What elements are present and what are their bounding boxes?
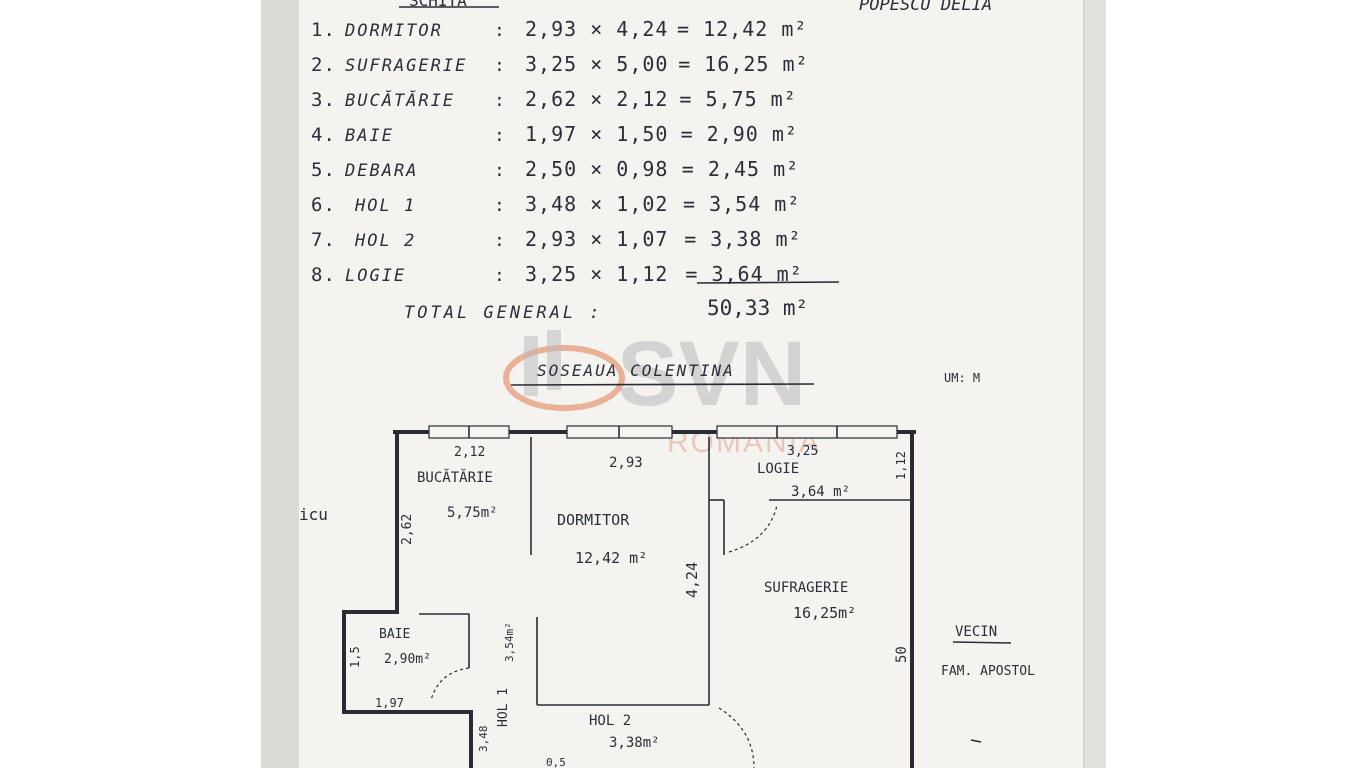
hall1-area: 3,54m²: [503, 622, 516, 662]
room-separator: :: [494, 160, 506, 181]
room-number: 2.: [311, 54, 336, 76]
room-dimensions: 2,50 × 0,98: [525, 157, 668, 181]
watermark-brand: SVN: [617, 323, 806, 425]
watermark-logo-bar-2: [547, 330, 561, 390]
bedroom-name: DORMITOR: [557, 511, 630, 529]
room-separator: :: [494, 55, 506, 76]
loggia-height: 1,12: [894, 451, 908, 480]
watermark-logo-bar-1: [524, 336, 538, 396]
room-separator: :: [494, 90, 506, 111]
room-dimensions: 3,48 × 1,02: [525, 192, 668, 216]
handwritten-sheet: SCHITA POPESCU DELIA 1.DORMITOR:2,93 × 4…: [311, 0, 1035, 768]
street-name: SOSEAUA COLENTINA: [537, 361, 735, 380]
room-dimensions: 1,97 × 1,50: [525, 122, 668, 146]
room-dimensions: 2,93 × 4,24: [525, 17, 668, 41]
room-separator: :: [494, 265, 506, 286]
right-page-edge: [1083, 0, 1106, 768]
kitchen-height: 2,62: [400, 514, 415, 545]
bedroom-area: 12,42 m²: [575, 549, 647, 567]
bath-height: 1,5: [348, 646, 362, 668]
hall2-area: 3,38m²: [609, 735, 660, 751]
room-number: 8.: [311, 264, 336, 286]
room-number: 7.: [311, 229, 336, 251]
room-name: LOGIE: [345, 266, 406, 286]
room-dimensions: 3,25 × 5,00: [525, 52, 668, 76]
loggia-name: LOGIE: [757, 461, 799, 477]
total-rule: [696, 281, 840, 284]
room-name: DORMITOR: [344, 21, 443, 41]
neighbor-title: VECIN: [955, 624, 997, 640]
hall2-name: HOL 2: [589, 713, 631, 729]
door-living: [718, 707, 755, 768]
room-name: DEBARA: [344, 161, 418, 181]
room-number: 1.: [311, 19, 336, 41]
living-name: SUFRAGERIE: [764, 580, 848, 596]
total-label: TOTAL GENERAL :: [404, 303, 603, 323]
room-area: = 3,38 m²: [684, 227, 801, 251]
neighbor-name: FAM. APOSTOL: [941, 664, 1035, 679]
total-value: 50,33 m²: [707, 296, 808, 320]
room-number: 5.: [311, 159, 336, 181]
room-separator: :: [494, 230, 506, 251]
kitchen-area: 5,75m²: [447, 505, 498, 521]
loggia-area: 3,64 m²: [791, 484, 850, 500]
room-area: = 2,45 m²: [682, 157, 799, 181]
hall1-height: 3,48: [477, 726, 490, 753]
bath-area: 2,90m²: [384, 652, 431, 667]
watermark: SVN ROMANIA: [503, 323, 819, 459]
neighbor-underline: [952, 641, 1012, 644]
floor-plan: [342, 425, 916, 768]
bottom-dimension: 0,5: [546, 756, 566, 768]
bath-width: 1,97: [375, 696, 404, 710]
room-dimensions: 3,25 × 1,12: [525, 262, 668, 286]
left-page-edge: [261, 0, 300, 768]
room-list: 1.DORMITOR:2,93 × 4,24= 12,42 m²2.SUFRAG…: [311, 17, 808, 286]
margin-tick: [970, 739, 982, 743]
room-area: = 5,75 m²: [679, 87, 796, 111]
room-number: 6.: [311, 194, 336, 216]
street-underline: [510, 383, 815, 386]
watermark-logo-ring: [503, 345, 625, 411]
room-area: = 2,90 m²: [681, 122, 798, 146]
room-area: = 16,25 m²: [678, 52, 808, 76]
kitchen-name: BUCĂTĂRIE: [417, 468, 493, 486]
plan-labels: 2,12 BUCĂTĂRIE 5,75m² 2,62 2,93 DORMITOR…: [348, 444, 910, 768]
door-loggia: [728, 504, 778, 553]
room-dimensions: 2,93 × 1,07: [525, 227, 668, 251]
header-left: SCHITA: [409, 0, 467, 10]
door-bath: [430, 667, 470, 701]
room-name: HOL 1: [354, 196, 416, 216]
room-name: BUCĂTĂRIE: [345, 89, 455, 111]
bedroom-width: 2,93: [609, 455, 643, 471]
kitchen-width: 2,12: [454, 445, 485, 460]
room-dimensions: 2,62 × 2,12: [525, 87, 668, 111]
room-separator: :: [494, 20, 506, 41]
loggia-width: 3,25: [787, 444, 818, 459]
room-separator: :: [494, 125, 506, 146]
hall1-name: HOL 1: [496, 688, 511, 727]
paper-sheet: SCHITA POPESCU DELIA 1.DORMITOR:2,93 × 4…: [299, 0, 1084, 768]
window-loggia: [716, 425, 898, 439]
header-right: POPESCU DELIA: [859, 0, 992, 15]
room-area: = 3,54 m²: [683, 192, 800, 216]
room-separator: :: [494, 195, 506, 216]
room-number: 3.: [311, 89, 336, 111]
room-area: = 12,42 m²: [677, 17, 807, 41]
left-margin-text: icu: [299, 505, 328, 524]
room-name: BAIE: [345, 126, 394, 146]
living-height: 50: [894, 646, 910, 663]
unit-label: UM: M: [944, 371, 980, 385]
room-number: 4.: [311, 124, 336, 146]
floor-plan-photo: SCHITA POPESCU DELIA 1.DORMITOR:2,93 × 4…: [261, 0, 1106, 768]
room-name: SUFRAGERIE: [345, 56, 467, 76]
bath-name: BAIE: [379, 627, 410, 642]
living-area: 16,25m²: [793, 604, 856, 622]
bedroom-height: 4,24: [683, 562, 701, 598]
room-name: HOL 2: [354, 231, 416, 251]
